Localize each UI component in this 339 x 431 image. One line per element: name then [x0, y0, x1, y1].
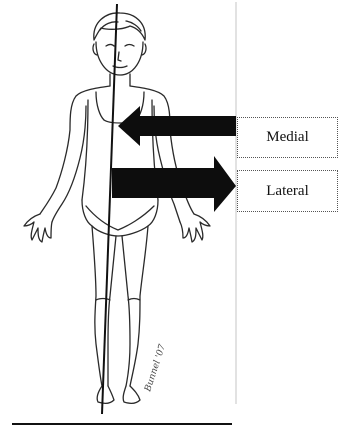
medial-label: Medial [266, 129, 309, 146]
lateral-label-box: Lateral [237, 170, 338, 212]
lateral-label: Lateral [266, 183, 308, 200]
medial-label-box: Medial [237, 117, 338, 158]
